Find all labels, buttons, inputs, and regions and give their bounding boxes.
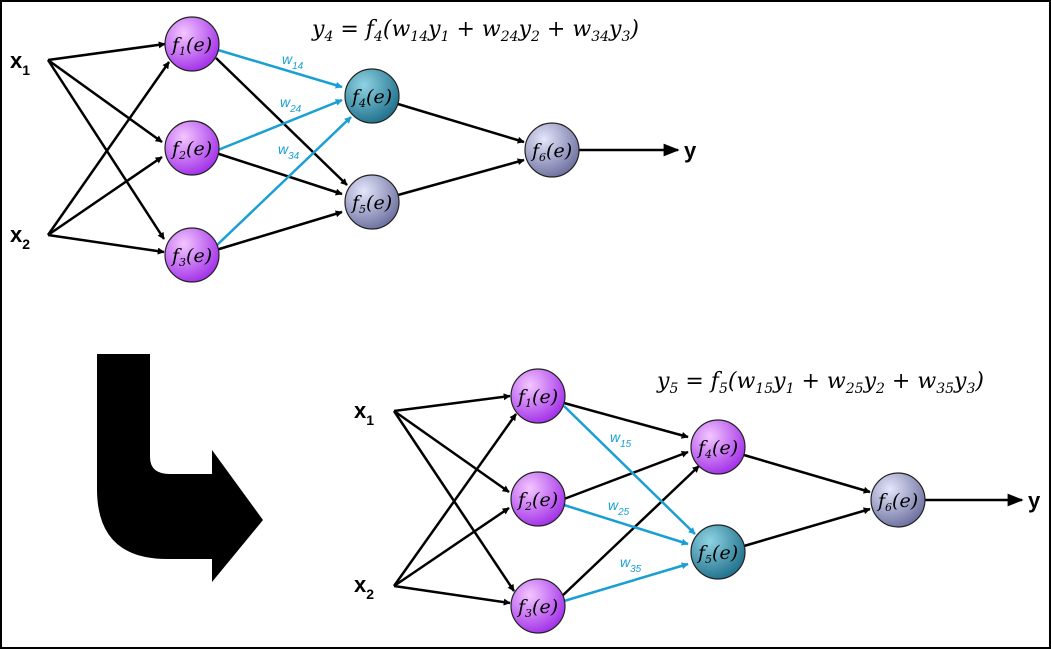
- weight-label-w24: w24: [280, 94, 302, 115]
- node-f4: f4(e): [690, 419, 746, 475]
- node-f2: f2(e): [164, 120, 220, 176]
- node-f1: f1(e): [510, 368, 566, 424]
- edge-f1-f5: [215, 57, 348, 186]
- top-equation: y4 = f4(w14y1 + w24y2 + w34y3): [311, 17, 639, 45]
- edge-x2-f3: [393, 584, 511, 606]
- weight-label-w34: w34: [278, 141, 300, 162]
- svg-text:f6(e): f6(e): [876, 490, 918, 514]
- input-x2: x2: [10, 222, 30, 252]
- node-f1: f1(e): [164, 16, 220, 72]
- svg-text:f5(e): f5(e): [350, 192, 392, 216]
- bottom-edges: [392, 393, 1024, 606]
- svg-text:f3(e): f3(e): [170, 245, 212, 269]
- top-edges: [46, 41, 680, 255]
- edge-x1-f3: [46, 59, 166, 240]
- edge-x1-f2: [47, 58, 163, 144]
- node-f3: f3(e): [510, 578, 566, 634]
- top-nodes: f1(e) f2(e) f3(e) f4(e) f5(e) f6(e): [164, 16, 580, 283]
- node-f3: f3(e): [164, 227, 220, 283]
- svg-text:f6(e): f6(e): [530, 140, 572, 164]
- weight-label-w25: w25: [608, 497, 630, 518]
- edge-x2-f1: [46, 61, 171, 236]
- node-f4: f4(e): [344, 68, 400, 124]
- edge-x2-f2: [393, 506, 510, 588]
- edge-f2-f4: [217, 98, 343, 152]
- bottom-weighted-edges: [563, 405, 696, 603]
- node-f5: f5(e): [344, 174, 400, 230]
- edge-f1-f4: [563, 401, 689, 439]
- edge-f1-f4: [217, 48, 343, 89]
- input-x1: x1: [354, 398, 374, 428]
- edge-f1-f5: [563, 405, 696, 535]
- svg-text:f4(e): f4(e): [350, 86, 392, 110]
- top-weight-labels: w14 w24 w34: [278, 51, 304, 162]
- node-f5: f5(e): [690, 524, 746, 580]
- node-f6: f6(e): [870, 472, 926, 528]
- edge-x2-f3: [47, 233, 165, 255]
- edge-f3-f4: [215, 116, 352, 247]
- svg-text:f2(e): f2(e): [516, 489, 558, 513]
- edge-f3-f5: [563, 562, 689, 603]
- edge-x2-f1: [392, 413, 518, 587]
- edge-f3-f5: [215, 210, 343, 252]
- edge-f2-f5: [563, 503, 689, 546]
- svg-text:f2(e): f2(e): [170, 138, 212, 162]
- edge-f4-f6: [397, 102, 525, 144]
- input-x1: x1: [10, 48, 30, 78]
- edge-x1-f2: [393, 409, 510, 494]
- svg-text:f3(e): f3(e): [516, 596, 558, 620]
- bottom-nodes: f1(e) f2(e) f3(e) f4(e) f5(e) f6(e): [510, 368, 926, 634]
- output-y: y: [684, 138, 697, 163]
- svg-text:f4(e): f4(e): [696, 437, 738, 461]
- edge-f3-f4: [559, 465, 700, 599]
- svg-text:f1(e): f1(e): [170, 34, 212, 58]
- svg-text:f5(e): f5(e): [696, 542, 738, 566]
- edge-f2-f4: [563, 450, 689, 501]
- top-weighted-edges: [215, 48, 352, 247]
- edge-x1-f1: [393, 393, 511, 413]
- output-y: y: [1028, 488, 1041, 513]
- node-f2: f2(e): [510, 471, 566, 527]
- bottom-equation: y5 = f5(w15y1 + w25y2 + w35y3): [656, 369, 984, 397]
- top-inputs: x1 x2 y: [10, 48, 697, 252]
- bottom-weight-labels: w15 w25 w35: [608, 429, 642, 575]
- weight-label-w35: w35: [620, 554, 642, 575]
- weight-label-w15: w15: [610, 429, 632, 450]
- edge-x1-f1: [47, 41, 166, 62]
- bottom-inputs: x1 x2 y: [354, 398, 1041, 602]
- bottom-network: w15 w25 w35 x1 x2 y f1(e) f2(e) f3(e): [354, 368, 1041, 634]
- weight-label-w14: w14: [282, 51, 304, 72]
- top-network: w14 w24 w34 x1 x2 y f1(e) f2(e) f3(e): [10, 16, 697, 283]
- edge-f4-f6: [743, 453, 871, 494]
- edge-x2-f2: [47, 155, 163, 237]
- svg-text:f1(e): f1(e): [516, 386, 558, 410]
- node-f6: f6(e): [524, 122, 580, 178]
- edge-f5-f6: [397, 158, 525, 197]
- input-x2: x2: [354, 572, 374, 602]
- transition-arrow: [97, 354, 263, 582]
- edge-f5-f6: [743, 507, 871, 548]
- edge-f2-f5: [215, 151, 343, 196]
